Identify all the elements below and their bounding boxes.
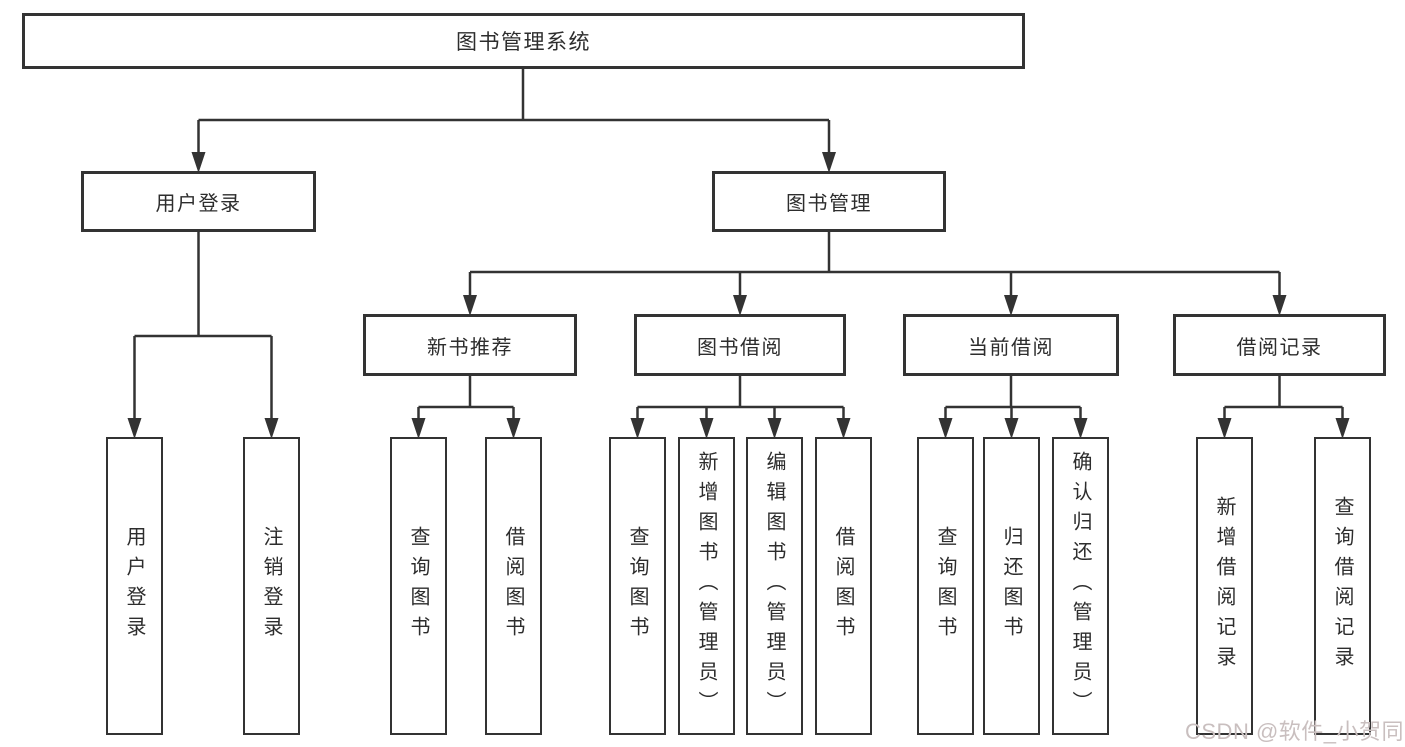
leaf-current-query-books: 查询图书 [917,437,974,735]
leaf-current-confirm-return-admin: 确认归还（管理员） [1052,437,1109,735]
leaf-user-login: 用户登录 [106,437,163,735]
node-borrow-records: 借阅记录 [1173,314,1386,376]
leaf-newbook-borrow-books: 借阅图书 [485,437,542,735]
leaf-newbook-query-books: 查询图书 [390,437,447,735]
leaf-borrowing-borrow-books: 借阅图书 [815,437,872,735]
leaf-records-add-record: 新增借阅记录 [1196,437,1253,735]
leaf-records-query-record: 查询借阅记录 [1314,437,1371,735]
node-current-borrowing: 当前借阅 [903,314,1119,376]
node-library-system: 图书管理系统 [22,13,1025,69]
node-user-login-branch: 用户登录 [81,171,316,232]
leaf-borrowing-query-books: 查询图书 [609,437,666,735]
node-book-borrowing: 图书借阅 [634,314,846,376]
leaf-borrowing-edit-books-admin: 编辑图书（管理员） [746,437,803,735]
leaf-borrowing-add-books-admin: 新增图书（管理员） [678,437,735,735]
leaf-current-return-books: 归还图书 [983,437,1040,735]
node-new-book-recommend: 新书推荐 [363,314,577,376]
leaf-logout: 注销登录 [243,437,300,735]
node-book-management-branch: 图书管理 [712,171,946,232]
csdn-watermark: CSDN @软件_小贺同学 [1185,719,1405,744]
